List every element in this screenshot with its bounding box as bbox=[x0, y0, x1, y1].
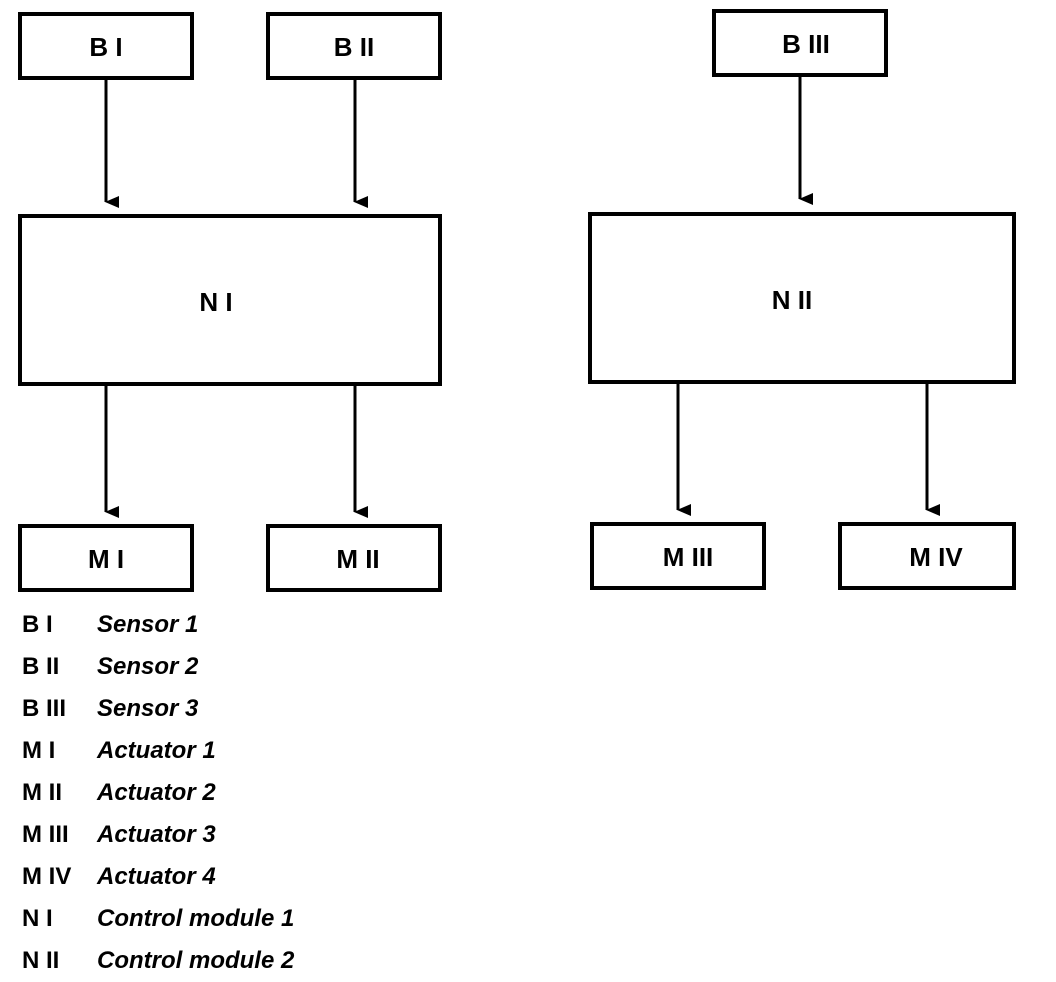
legend-desc: Actuator 4 bbox=[97, 863, 216, 890]
node-n1-box bbox=[18, 214, 442, 386]
legend-row: N II Control module 2 bbox=[22, 940, 294, 982]
legend-key: M III bbox=[22, 821, 69, 848]
legend-row: M I Actuator 1 bbox=[22, 730, 294, 772]
legend-desc: Sensor 2 bbox=[97, 653, 199, 680]
node-n1-label: N I bbox=[199, 287, 232, 317]
node-n2-box bbox=[588, 212, 1016, 384]
node-b1-label: B I bbox=[89, 32, 122, 62]
legend-desc: Actuator 2 bbox=[97, 779, 216, 806]
legend-desc: Actuator 3 bbox=[97, 821, 216, 848]
node-m2-box bbox=[266, 524, 442, 592]
node-b2-box bbox=[266, 12, 442, 80]
legend-row: M III Actuator 3 bbox=[22, 814, 294, 856]
legend-key: M I bbox=[22, 737, 56, 764]
legend-key: M IV bbox=[22, 863, 72, 890]
legend-key: B III bbox=[22, 695, 67, 722]
legend-key: B I bbox=[22, 611, 53, 638]
legend-key: N I bbox=[22, 905, 53, 932]
legend-desc: Control module 2 bbox=[97, 947, 295, 974]
node-m1-box bbox=[18, 524, 194, 592]
legend: B I Sensor 1 B II Sensor 2 B III Sensor … bbox=[22, 604, 294, 982]
node-b3-label: B III bbox=[782, 29, 830, 59]
legend-key: N II bbox=[22, 947, 60, 974]
node-b3-box bbox=[712, 9, 888, 77]
node-labels: B I B II B III N I N II M I M II M III M… bbox=[88, 29, 963, 574]
legend-row: B II Sensor 2 bbox=[22, 646, 294, 688]
node-m3-box bbox=[590, 522, 766, 590]
legend-desc: Sensor 3 bbox=[97, 695, 199, 722]
node-m4-box bbox=[838, 522, 1016, 590]
legend-desc: Actuator 1 bbox=[97, 737, 216, 764]
node-n2-label: N II bbox=[772, 285, 812, 315]
legend-desc: Control module 1 bbox=[97, 905, 295, 932]
node-m4-label: M IV bbox=[909, 542, 963, 572]
legend-row: N I Control module 1 bbox=[22, 898, 294, 940]
node-m2-label: M II bbox=[336, 544, 379, 574]
node-b2-label: B II bbox=[334, 32, 374, 62]
legend-key: M II bbox=[22, 779, 62, 806]
node-b1-box bbox=[18, 12, 194, 80]
edges bbox=[104, 76, 940, 518]
legend-row: B I Sensor 1 bbox=[22, 604, 294, 646]
legend-row: B III Sensor 3 bbox=[22, 688, 294, 730]
block-diagram: B I B II B III N I N II M I M II M III M… bbox=[18, 9, 1016, 592]
legend-row: M II Actuator 2 bbox=[22, 772, 294, 814]
nodes bbox=[18, 9, 1016, 592]
node-m3-label: M III bbox=[663, 542, 714, 572]
node-m1-label: M I bbox=[88, 544, 124, 574]
legend-row: M IV Actuator 4 bbox=[22, 856, 294, 898]
legend-key: B II bbox=[22, 653, 60, 680]
legend-desc: Sensor 1 bbox=[97, 611, 199, 638]
